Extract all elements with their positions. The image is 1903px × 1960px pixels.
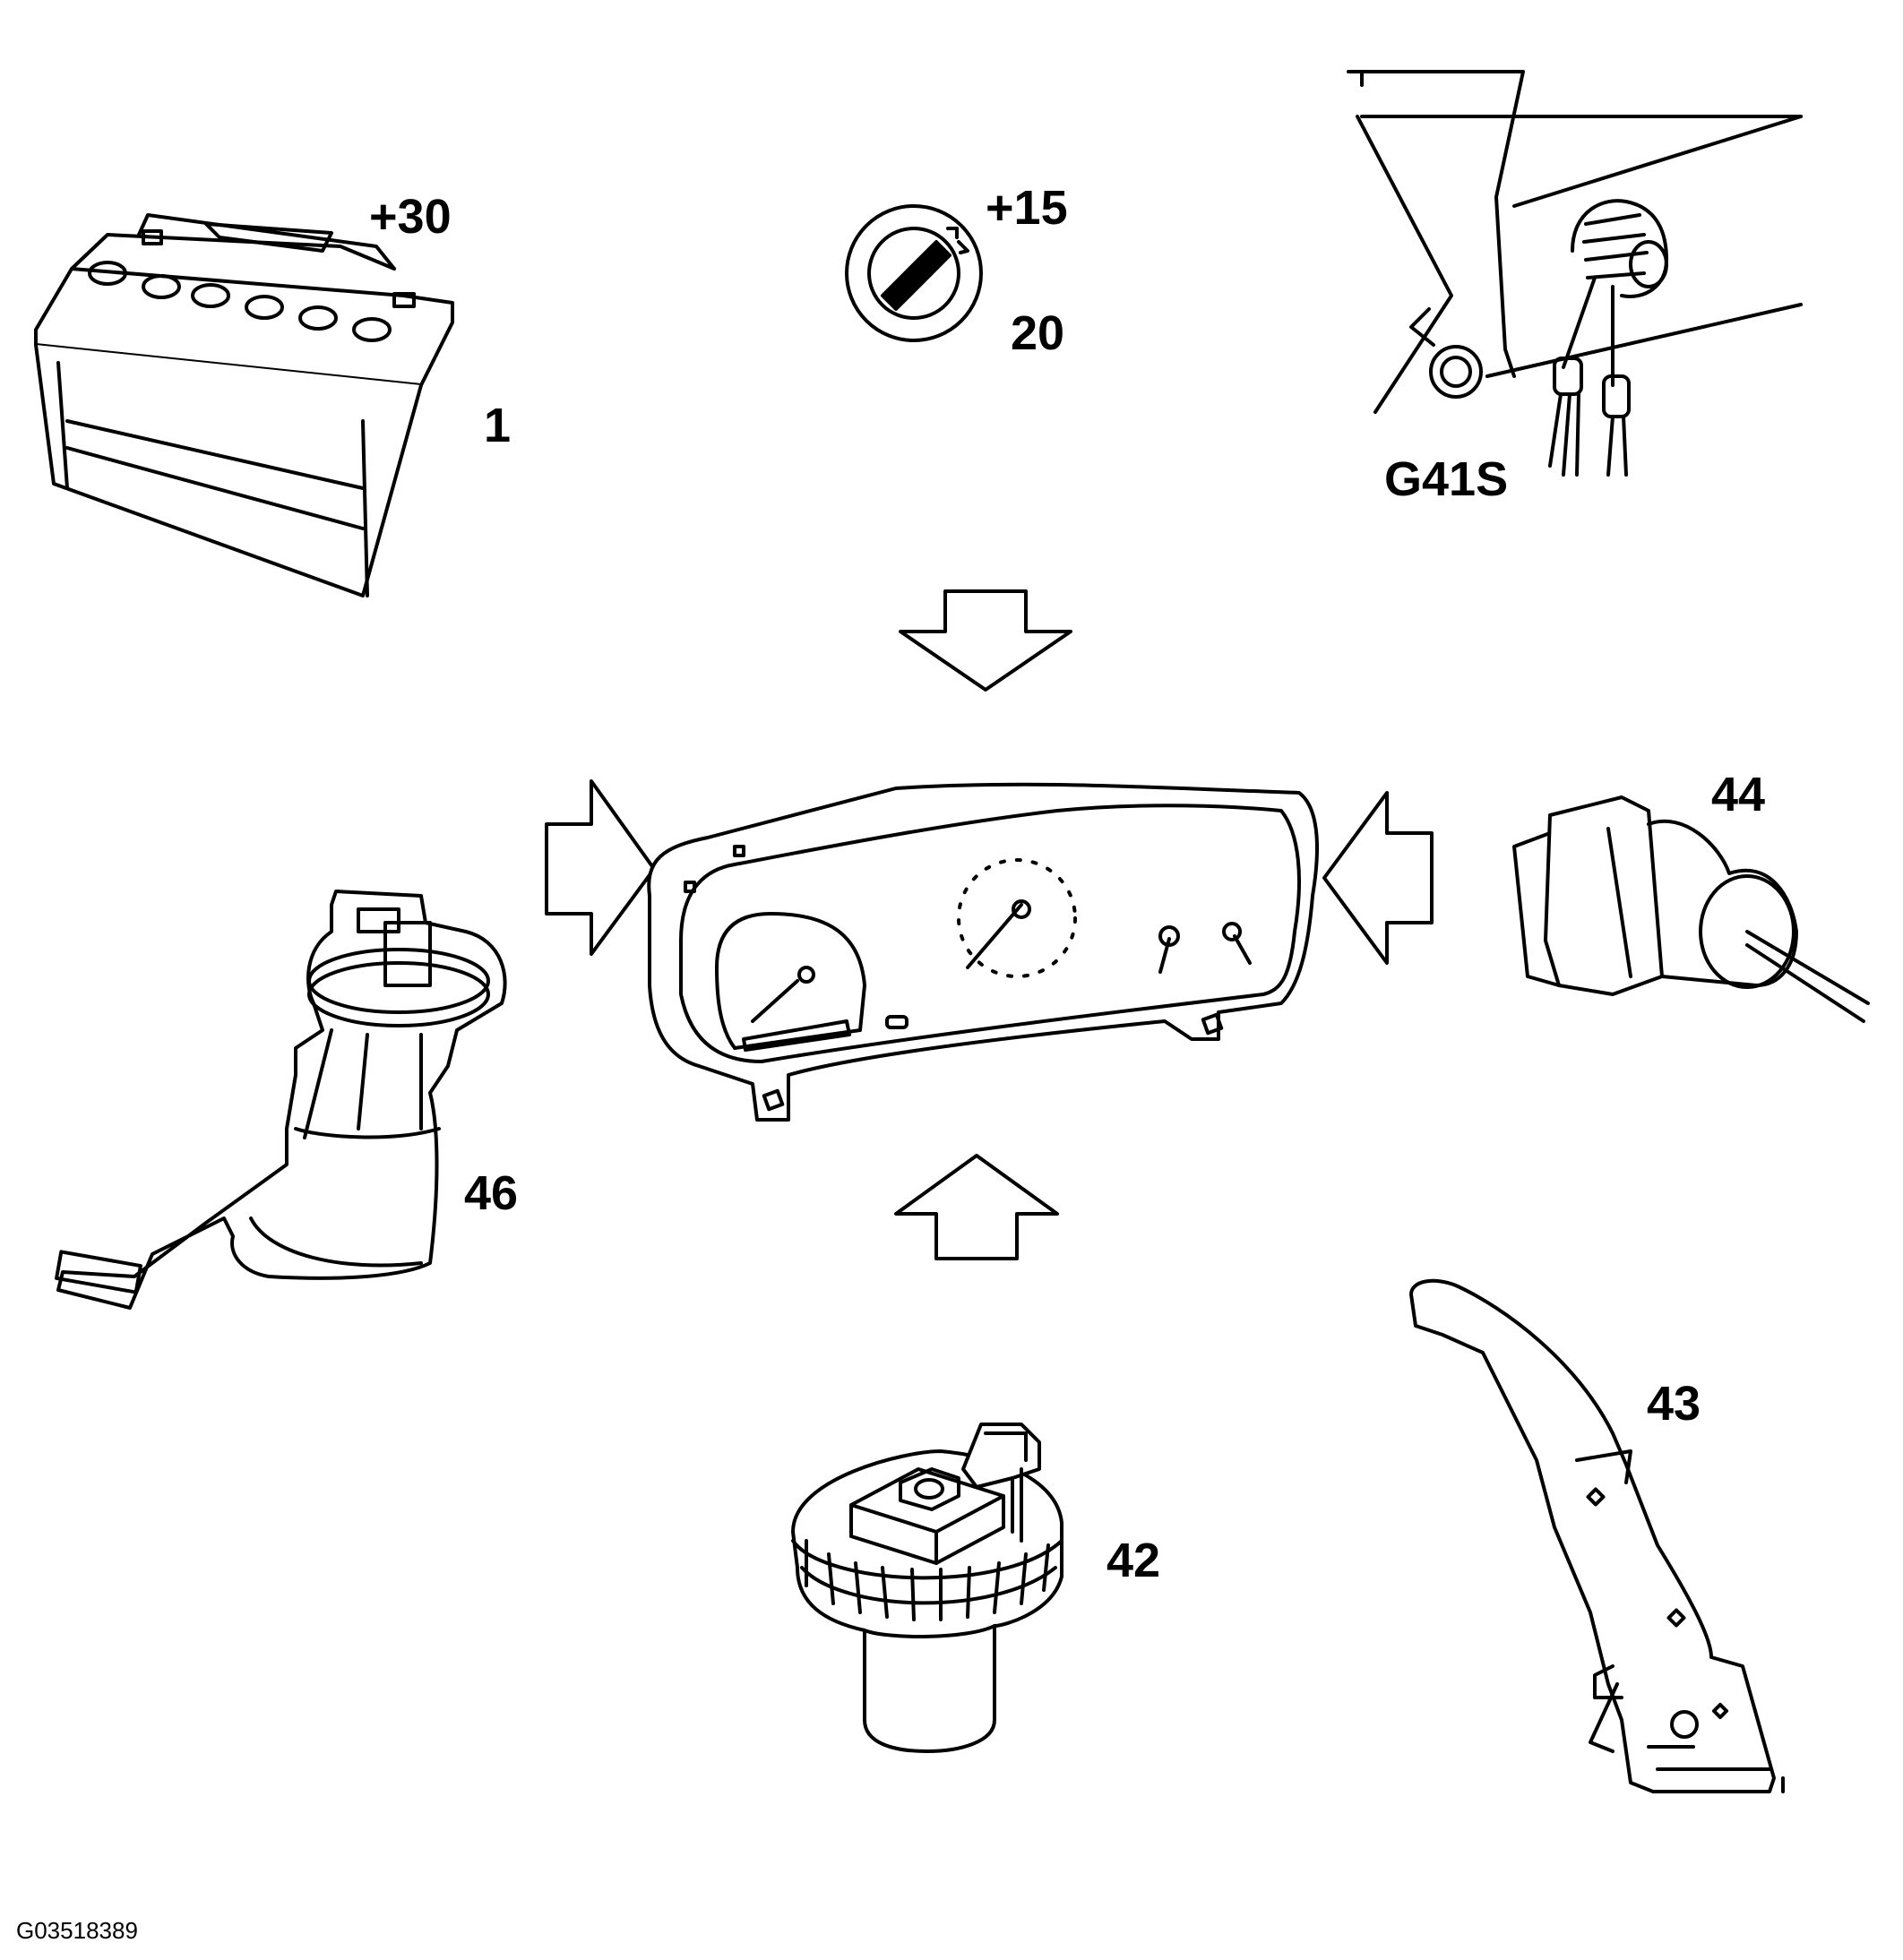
sensor-42-illustration: [793, 1424, 1062, 1751]
ground-point-illustration: [1348, 72, 1801, 475]
ignition-terminal-label: +15: [986, 181, 1068, 235]
sensor-42-label: 42: [1106, 1534, 1161, 1587]
figure-id: G03518389: [16, 1917, 138, 1944]
battery-illustration: [36, 215, 452, 596]
arrow-up: [896, 1156, 1057, 1259]
battery-terminal-label: +30: [369, 190, 452, 244]
handbrake-label: 43: [1647, 1377, 1701, 1431]
instrument-cluster-illustration: [649, 785, 1317, 1120]
fuel-pump-illustration: [56, 891, 505, 1308]
fuel-pump-label: 46: [464, 1166, 519, 1220]
sensor-44-label: 44: [1711, 768, 1766, 821]
ignition-switch-number-label: 20: [1011, 306, 1065, 360]
arrow-down: [900, 591, 1071, 690]
handbrake-illustration: [1411, 1281, 1783, 1792]
ground-point-label: G41S: [1384, 452, 1509, 506]
sensor-44-illustration: [1514, 797, 1868, 1021]
ignition-switch-illustration: [847, 206, 981, 340]
arrow-right: [547, 781, 654, 954]
arrow-left: [1324, 793, 1432, 963]
battery-number-label: 1: [484, 399, 512, 452]
